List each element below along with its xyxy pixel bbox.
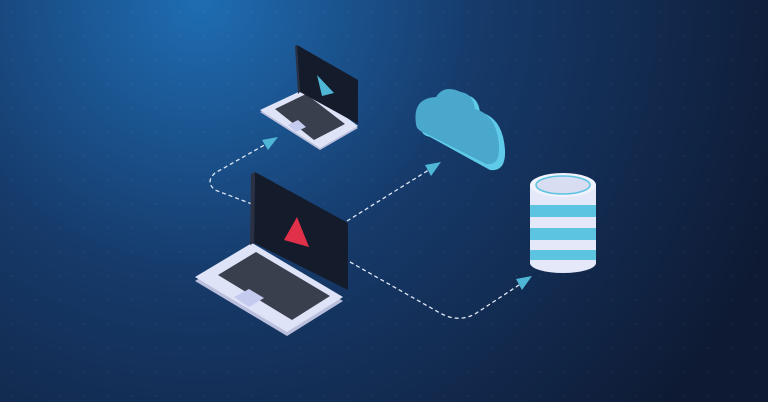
arrow-icon bbox=[262, 137, 278, 150]
arrow-icon bbox=[516, 276, 532, 290]
path-to-small-laptop bbox=[209, 142, 269, 205]
triangle-icon bbox=[317, 75, 334, 96]
laptop-icon bbox=[260, 45, 358, 150]
path-to-database bbox=[349, 261, 523, 319]
triangle-icon bbox=[284, 217, 309, 247]
arrow-icon bbox=[425, 162, 441, 176]
path-to-cloud bbox=[346, 167, 433, 222]
connections bbox=[209, 142, 523, 319]
laptop-icon bbox=[195, 172, 348, 336]
database-icon bbox=[530, 173, 596, 273]
cloud-icon bbox=[415, 88, 506, 171]
